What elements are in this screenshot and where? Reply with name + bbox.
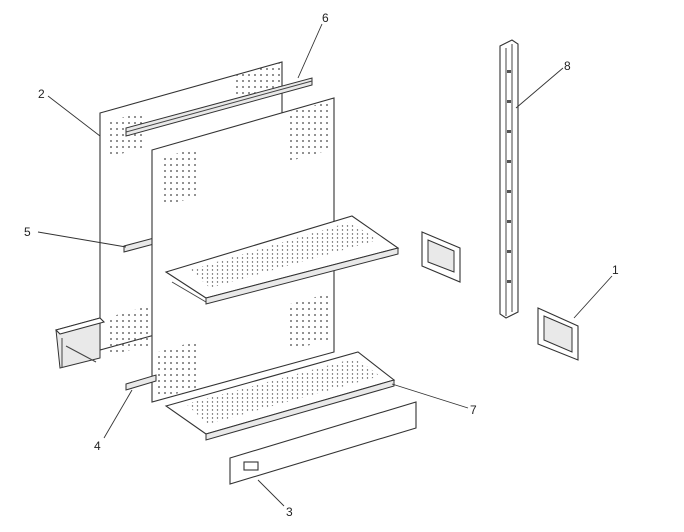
callout-8: 8 xyxy=(564,59,571,73)
callout-5: 5 xyxy=(24,225,31,239)
rear-lower-shelf xyxy=(54,317,106,369)
lower-shelf xyxy=(164,351,396,441)
base-bracket xyxy=(125,374,157,391)
leader-lines xyxy=(37,23,613,507)
upright-post xyxy=(499,39,519,319)
callout-2: 2 xyxy=(38,87,45,101)
mid-end-bracket xyxy=(421,231,461,283)
upper-shelf xyxy=(164,215,400,305)
callout-labels: 1 2 3 4 5 6 7 8 xyxy=(24,11,619,519)
callout-6: 6 xyxy=(322,11,329,25)
callout-4: 4 xyxy=(94,439,101,453)
callout-1: 1 xyxy=(612,263,619,277)
end-bracket xyxy=(537,307,579,361)
kick-plate xyxy=(229,401,417,485)
callout-7: 7 xyxy=(470,403,477,417)
top-rail xyxy=(125,77,313,137)
callout-3: 3 xyxy=(286,505,293,519)
